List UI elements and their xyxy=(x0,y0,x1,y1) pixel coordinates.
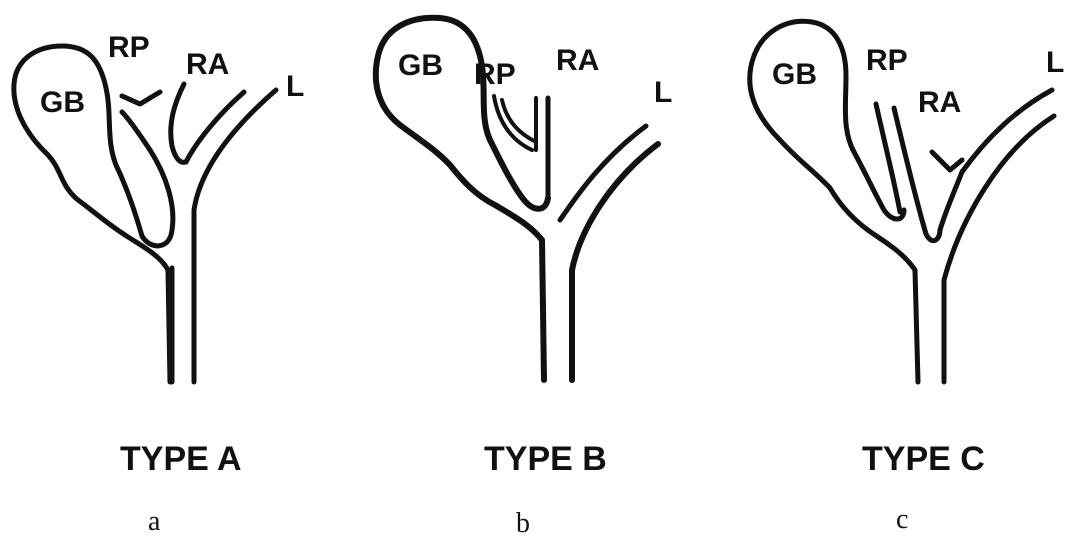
right-posterior-duct-c xyxy=(873,101,903,215)
left-duct-c xyxy=(959,87,1055,175)
panel-type-a xyxy=(11,43,279,385)
panel-type-c xyxy=(747,18,1057,385)
gallbladder-outline-c xyxy=(747,18,921,385)
type-label-a: TYPE A xyxy=(120,440,242,478)
panel-type-b xyxy=(372,14,661,383)
sub-label-a: a xyxy=(148,506,161,537)
label-rp-b: RP xyxy=(474,58,516,91)
common-duct-b xyxy=(569,141,661,383)
label-gb-a: GB xyxy=(40,86,85,119)
common-duct-c xyxy=(941,113,1057,385)
sub-label-c: c xyxy=(896,504,908,535)
type-label-c: TYPE C xyxy=(862,440,985,478)
right-posterior-duct-c2 xyxy=(891,105,943,244)
label-rp-a: RP xyxy=(108,31,150,64)
label-ra-c: RA xyxy=(918,86,961,119)
right-anterior-duct-c xyxy=(929,149,965,173)
common-duct-left-wall-a xyxy=(183,89,247,165)
gallbladder-outline-b xyxy=(372,14,551,383)
label-ra-a: RA xyxy=(186,48,229,81)
right-posterior-duct-a xyxy=(119,89,163,107)
label-ra-b: RA xyxy=(556,44,599,77)
label-gb-b: GB xyxy=(398,49,443,82)
label-gb-c: GB xyxy=(772,58,817,91)
left-duct-b xyxy=(557,123,649,223)
label-rp-c: RP xyxy=(866,44,908,77)
common-duct-c-inner xyxy=(937,169,965,233)
right-anterior-duct-a xyxy=(168,81,189,165)
common-duct-a xyxy=(191,87,279,385)
right-posterior-duct-b2 xyxy=(500,98,538,144)
label-l-c: L xyxy=(1046,46,1064,79)
label-l-a: L xyxy=(286,70,304,103)
sub-label-b: b xyxy=(516,508,530,538)
right-posterior-duct-b xyxy=(492,94,534,152)
gallbladder-outline-a xyxy=(11,43,176,385)
label-l-b: L xyxy=(654,76,672,109)
type-label-b: TYPE B xyxy=(484,440,607,478)
